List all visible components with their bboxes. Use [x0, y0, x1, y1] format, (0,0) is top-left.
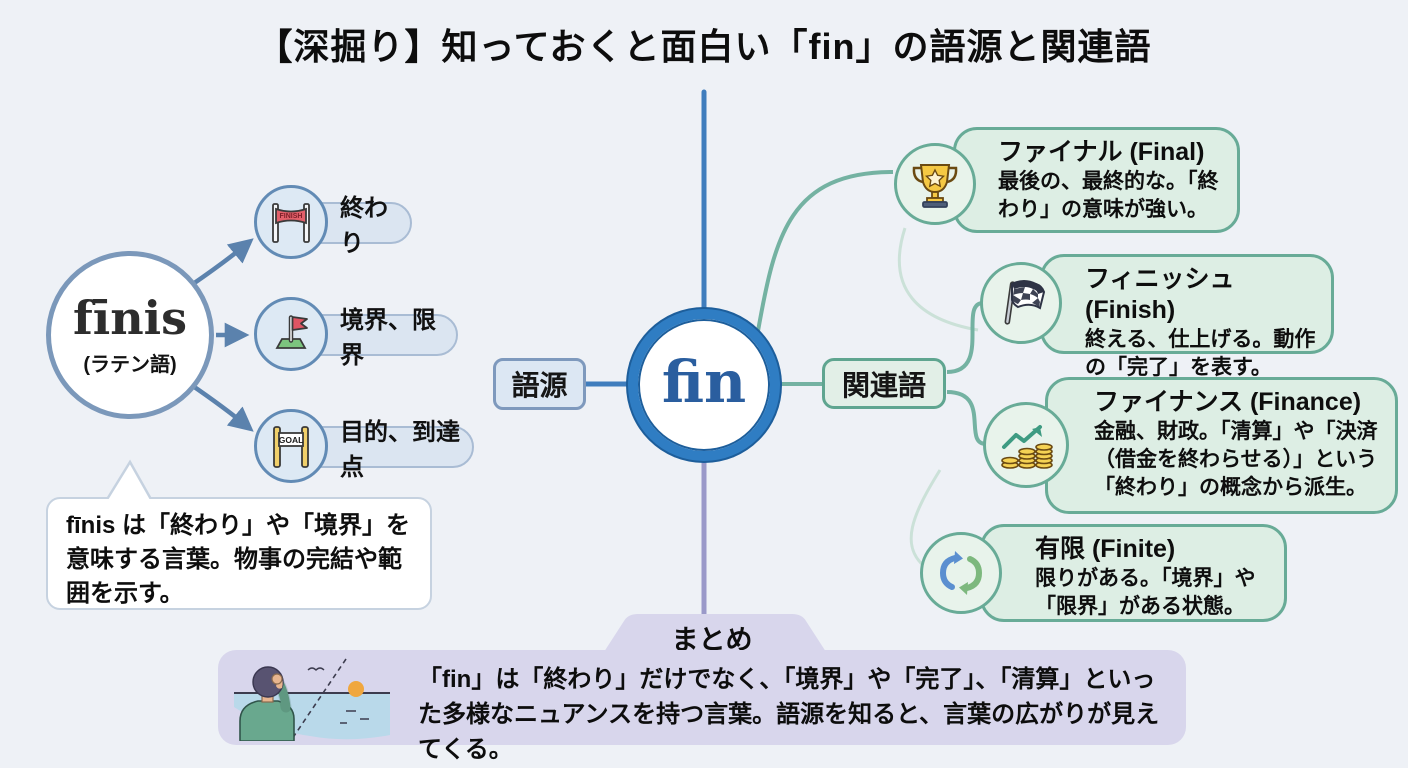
- fin-center-node: fin: [628, 309, 780, 461]
- related-words-tag-label: 関連語: [841, 369, 926, 401]
- finis-language: (ラテン語): [83, 353, 177, 376]
- person-looking-at-sea-illustration: [228, 655, 396, 741]
- svg-text:FINISH: FINISH: [280, 213, 303, 220]
- svg-text:GOAL: GOAL: [279, 435, 304, 445]
- etymology-tag-label: 語源: [511, 370, 568, 401]
- summary-text: 「fin」は「終わり」だけでなく、「境界」や「完了」、「清算」といった多様なニュ…: [418, 666, 1160, 763]
- boundary-flag-icon: [254, 297, 328, 371]
- related-card-title: ファイナンス (Finance): [1094, 388, 1362, 416]
- related-words-tag: 関連語: [822, 358, 946, 409]
- trophy-icon: [894, 143, 976, 225]
- meaning-label: 目的、到達点: [340, 419, 460, 481]
- finis-word: fīnis: [72, 290, 188, 345]
- finish-banner-icon: FINISH: [254, 185, 328, 259]
- goal-gate-icon: GOAL: [254, 409, 328, 483]
- finis-root-node: fīnis (ラテン語): [46, 251, 214, 419]
- related-card-desc: 金融、財政。「清算」や「決済（借金を終わらせる）」という「終わり」の概念から派生…: [1094, 420, 1378, 499]
- related-card-finance: ファイナンス (Finance) 金融、財政。「清算」や「決済（借金を終わらせる…: [1045, 377, 1398, 514]
- related-card-desc: 最後の、最終的な。「終わり」の意味が強い。: [998, 170, 1219, 221]
- page-title: 【深掘り】知っておくと面白い「fin」の語源と関連語: [256, 26, 1152, 67]
- coins-growth-icon: [983, 402, 1069, 488]
- related-card-desc: 限りがある。「境界」や「限界」がある状態。: [1035, 567, 1256, 618]
- related-card-finite: 有限 (Finite) 限りがある。「境界」や「限界」がある状態。: [980, 524, 1287, 622]
- note-bubble-tail: [104, 459, 154, 502]
- related-card-title: ファイナル (Final): [998, 138, 1205, 166]
- meaning-label: 境界、限界: [340, 307, 436, 369]
- fin-word: fin: [661, 348, 747, 416]
- related-card-desc: 終える、仕上げる。動作の「完了」を表す。: [1085, 328, 1316, 379]
- related-card-title: フィニッシュ (Finish): [1085, 265, 1235, 324]
- related-card-title: 有限 (Finite): [1035, 535, 1176, 563]
- etymology-tag: 語源: [493, 358, 586, 410]
- cycle-arrows-icon: [920, 532, 1002, 614]
- summary-tab: [602, 614, 828, 655]
- checkered-flag-icon: [980, 262, 1062, 344]
- etymology-note: fīnis は「終わり」や「境界」を意味する言葉。物事の完結や範囲を示す。: [46, 497, 432, 610]
- related-card-finish: フィニッシュ (Finish) 終える、仕上げる。動作の「完了」を表す。: [1040, 254, 1334, 379]
- meaning-label: 終わり: [340, 195, 388, 257]
- related-card-final: ファイナル (Final) 最後の、最終的な。「終わり」の意味が強い。: [953, 127, 1240, 233]
